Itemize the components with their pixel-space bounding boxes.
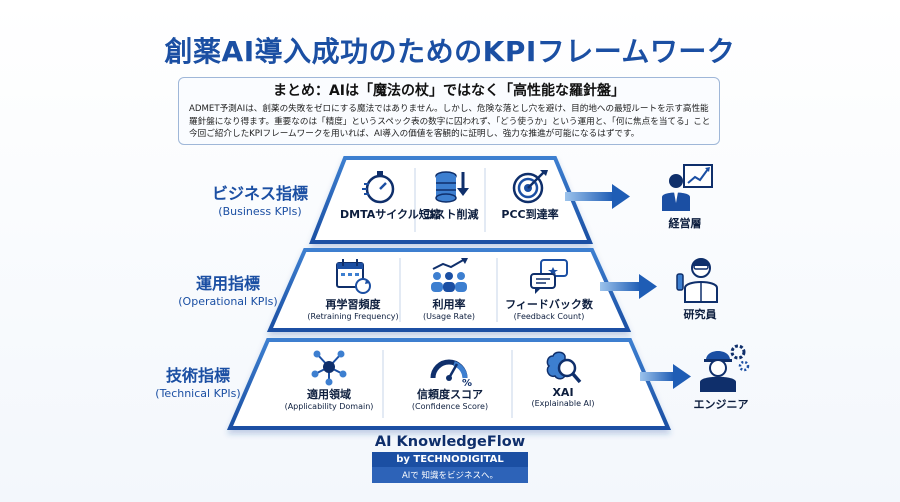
- researcher-icon: [676, 258, 718, 303]
- role-engineer: エンジニア: [685, 342, 757, 412]
- kpi-dmta-cycle: DMTAサイクル短縮: [340, 166, 441, 222]
- role-researcher: 研究員: [665, 252, 735, 322]
- tier-technical-label-en: (Technical KPIs): [155, 387, 241, 400]
- kpi-retraining-frequency: 再学習頻度 (Retraining Frequency): [305, 256, 401, 321]
- brain-magnifier-icon: [546, 351, 582, 384]
- tier-business-label-en: (Business KPIs): [218, 205, 302, 218]
- kpi-name: コスト削減: [423, 208, 479, 221]
- kpi-name: フィードバック数: [505, 298, 593, 311]
- kpi-pcc-rate: PCC到達率: [490, 166, 570, 222]
- kpi-sub: (Usage Rate): [422, 312, 476, 321]
- summary-line-1: ADMET予測AIは、創薬の失敗をゼロにする魔法ではありません。しかし、危険な落…: [189, 104, 709, 114]
- kpi-name: 信頼度スコア: [417, 388, 483, 401]
- summary-line-2: 羅針盤になり得ます。重要なのは「精度」というスペック表の数字に囚われず、「どう使…: [189, 116, 709, 127]
- role-name: エンジニア: [693, 398, 749, 411]
- summary-box: まとめ：AIは「魔法の杖」ではなく「高性能な羅針盤」 ADMET予測AIは、創薬…: [178, 77, 720, 145]
- brand-tagline: AIで 知識をビジネスへ。: [372, 467, 528, 483]
- gauge-icon: %: [430, 359, 472, 386]
- svg-text:%: %: [462, 378, 472, 386]
- summary-heading: まとめ：AIは「魔法の杖」ではなく「高性能な羅針盤」: [272, 83, 626, 99]
- kpi-name: PCC到達率: [501, 208, 559, 221]
- role-name: 経営層: [668, 217, 702, 230]
- tier-operational-label: 運用指標 (Operational KPIs): [166, 270, 290, 308]
- kpi-applicability-domain: 適用領域 (Applicability Domain): [278, 348, 380, 411]
- coin-stack-down-icon: [435, 171, 469, 203]
- tier-business-label: ビジネス指標 (Business KPIs): [205, 180, 315, 218]
- kpi-name: 利用率: [432, 298, 466, 311]
- stopwatch-icon: [362, 171, 395, 204]
- kpi-name: 適用領域: [307, 388, 351, 401]
- brand-name: AI KnowledgeFlow: [374, 434, 526, 450]
- tier-technical-label-jp: 技術指標: [165, 366, 230, 385]
- role-executive: 経営層: [650, 163, 720, 231]
- engineer-gears-icon: [700, 344, 750, 392]
- users-growth-icon: [431, 258, 468, 292]
- tier-technical-label: 技術指標 (Technical KPIs): [140, 362, 256, 400]
- kpi-name: 再学習頻度: [325, 298, 381, 311]
- target-arrow-icon: [512, 170, 548, 204]
- kpi-xai: XAI (Explainable AI): [518, 348, 608, 408]
- network-nodes-icon: [311, 350, 347, 386]
- role-name: 研究員: [683, 308, 717, 321]
- arrow-business: [565, 184, 630, 209]
- kpi-feedback-count: フィードバック数 (Feedback Count): [499, 256, 599, 321]
- arrow-operational: [600, 274, 657, 299]
- kpi-sub: (Explainable AI): [531, 399, 595, 408]
- kpi-name: DMTAサイクル短縮: [340, 208, 441, 221]
- kpi-usage-rate: 利用率 (Usage Rate): [404, 256, 494, 321]
- brand-by: by TECHNODIGITAL: [372, 452, 528, 467]
- executive-chart-icon: [662, 164, 713, 211]
- page-title: 創薬AI導入成功のためのKPIフレームワーク: [164, 35, 736, 68]
- brand-logo: AI KnowledgeFlow by TECHNODIGITAL AIで 知識…: [372, 434, 528, 483]
- kpi-sub: (Confidence Score): [411, 402, 489, 411]
- kpi-cost-reduction: コスト削減: [418, 166, 484, 222]
- calendar-refresh-icon: [336, 259, 371, 294]
- kpi-sub: (Feedback Count): [513, 312, 585, 321]
- tier-operational-label-en: (Operational KPIs): [178, 295, 278, 308]
- summary-line-3: 今回ご紹介したKPIフレームワークを用いれば、AI導入の価値を客観的に証明し、強…: [189, 129, 640, 139]
- kpi-sub: (Applicability Domain): [284, 402, 374, 411]
- arrow-technical: [640, 364, 691, 389]
- kpi-confidence-score: % 信頼度スコア (Confidence Score): [400, 348, 500, 411]
- feedback-bubbles-icon: [530, 259, 568, 294]
- kpi-name: XAI: [552, 386, 574, 399]
- kpi-sub: (Retraining Frequency): [307, 312, 399, 321]
- tier-business-label-jp: ビジネス指標: [211, 184, 308, 203]
- tier-operational-label-jp: 運用指標: [195, 274, 260, 293]
